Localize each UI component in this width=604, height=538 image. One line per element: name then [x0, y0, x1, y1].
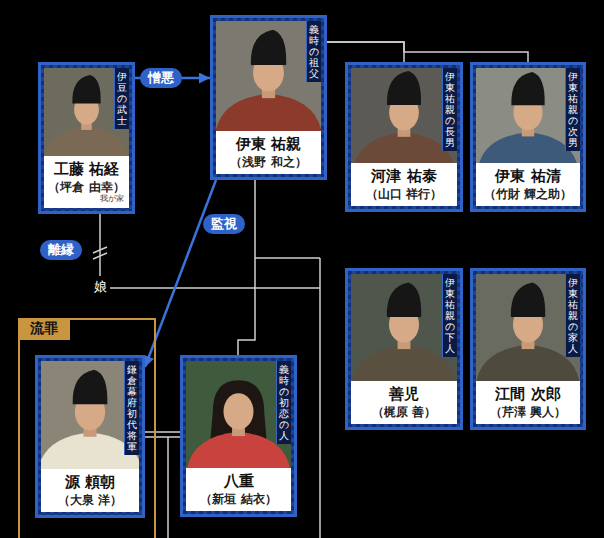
photo-ground — [44, 68, 129, 156]
role-tag: 義時の初恋の人 — [276, 361, 291, 444]
character-name: 伊東 祐清 — [495, 167, 560, 186]
actor-name: （浅野 和之） — [230, 155, 306, 170]
eboshi-hat — [73, 370, 108, 405]
robe — [44, 126, 129, 156]
photo-ground — [351, 68, 457, 163]
character-name: 源 頼朝 — [65, 473, 115, 492]
role-tag: 伊東祐親の次男 — [565, 68, 580, 151]
exile-frame: 流罪鎌倉幕府初代将軍源 頼朝（大泉 洋） — [18, 318, 156, 538]
name-plate: 河津 祐泰（山口 祥行） — [351, 163, 457, 206]
name-plate: 工藤 祐経（坪倉 由幸）我が家 — [44, 156, 129, 208]
family-line — [167, 437, 169, 538]
relation-label: 娘 — [93, 279, 108, 295]
family-line — [110, 287, 320, 289]
divorce-mark — [93, 247, 107, 259]
character-card: 伊東祐親の家人江間 次郎（芹澤 興人） — [470, 268, 586, 430]
actor-name: （竹財 輝之助） — [484, 187, 572, 202]
character-name: 伊東 祐親 — [236, 135, 301, 154]
character-name: 江間 次郎 — [495, 385, 560, 404]
family-line — [319, 258, 321, 538]
name-plate: 源 頼朝（大泉 洋） — [41, 469, 139, 512]
role-tag: 伊東祐親の下人 — [442, 274, 457, 357]
actor-name: （坪倉 由幸） — [48, 180, 124, 195]
character-card: 義時の祖父伊東 祐親（浅野 和之） — [210, 15, 327, 180]
role-tag: 伊東祐親の長男 — [442, 68, 457, 151]
robe — [478, 132, 578, 163]
relation-label: 監視 — [203, 214, 245, 234]
robe — [353, 133, 455, 164]
photo-ground — [351, 274, 457, 381]
photo-ground — [186, 361, 291, 468]
name-plate: 江間 次郎（芹澤 興人） — [476, 381, 580, 424]
role-tag: 伊豆の武士 — [114, 68, 129, 129]
name-plate: 伊東 祐清（竹財 輝之助） — [476, 163, 580, 206]
connector — [327, 42, 404, 62]
character-card: 伊東祐親の次男伊東 祐清（竹財 輝之助） — [470, 62, 586, 212]
role-tag: 鎌倉幕府初代将軍 — [124, 361, 139, 455]
connector — [327, 42, 528, 62]
eboshi-hat — [251, 30, 286, 65]
group-note: 我が家 — [100, 195, 124, 204]
photo-ground — [216, 21, 321, 131]
eboshi-hat — [387, 283, 421, 317]
relation-label: 離縁 — [40, 240, 82, 260]
photo-ground — [41, 361, 139, 469]
actor-name: （大泉 洋） — [58, 493, 122, 508]
eboshi-hat — [387, 71, 421, 105]
robe — [216, 94, 321, 131]
name-plate: 八重（新垣 結衣） — [186, 468, 291, 511]
actor-name: （梶原 善） — [372, 405, 436, 420]
character-name: 河津 祐泰 — [371, 167, 436, 186]
family-line — [99, 214, 101, 276]
robe — [187, 432, 290, 468]
character-card: 伊東祐親の長男河津 祐泰（山口 祥行） — [345, 62, 463, 212]
actor-name: （新垣 結衣） — [200, 492, 276, 507]
name-plate: 善児（梶原 善） — [351, 381, 457, 424]
character-card: 伊東祐親の下人善児（梶原 善） — [345, 268, 463, 430]
photo-ground — [476, 68, 580, 163]
character-name: 工藤 祐経 — [54, 160, 119, 179]
actor-name: （山口 祥行） — [366, 187, 442, 202]
relation-label: 憎悪 — [140, 68, 182, 88]
frame-heading: 流罪 — [18, 318, 70, 340]
character-card: 義時の初恋の人八重（新垣 結衣） — [180, 355, 297, 517]
character-card: 鎌倉幕府初代将軍源 頼朝（大泉 洋） — [35, 355, 145, 518]
connector — [238, 180, 255, 355]
role-tag: 義時の祖父 — [306, 21, 321, 82]
connector — [145, 432, 180, 437]
face — [223, 393, 253, 429]
photo-ground — [476, 274, 580, 381]
eboshi-hat — [72, 75, 100, 103]
character-card: 伊豆の武士工藤 祐経（坪倉 由幸）我が家 — [38, 62, 135, 214]
eboshi-hat — [511, 283, 545, 317]
eboshi-hat — [511, 72, 544, 105]
family-line — [255, 257, 320, 259]
actor-name: （芹澤 興人） — [490, 405, 566, 420]
robe — [353, 345, 456, 381]
role-tag: 伊東祐親の家人 — [565, 274, 580, 357]
name-plate: 伊東 祐親（浅野 和之） — [216, 131, 321, 174]
character-name: 八重 — [224, 472, 254, 491]
character-name: 善児 — [389, 385, 419, 404]
